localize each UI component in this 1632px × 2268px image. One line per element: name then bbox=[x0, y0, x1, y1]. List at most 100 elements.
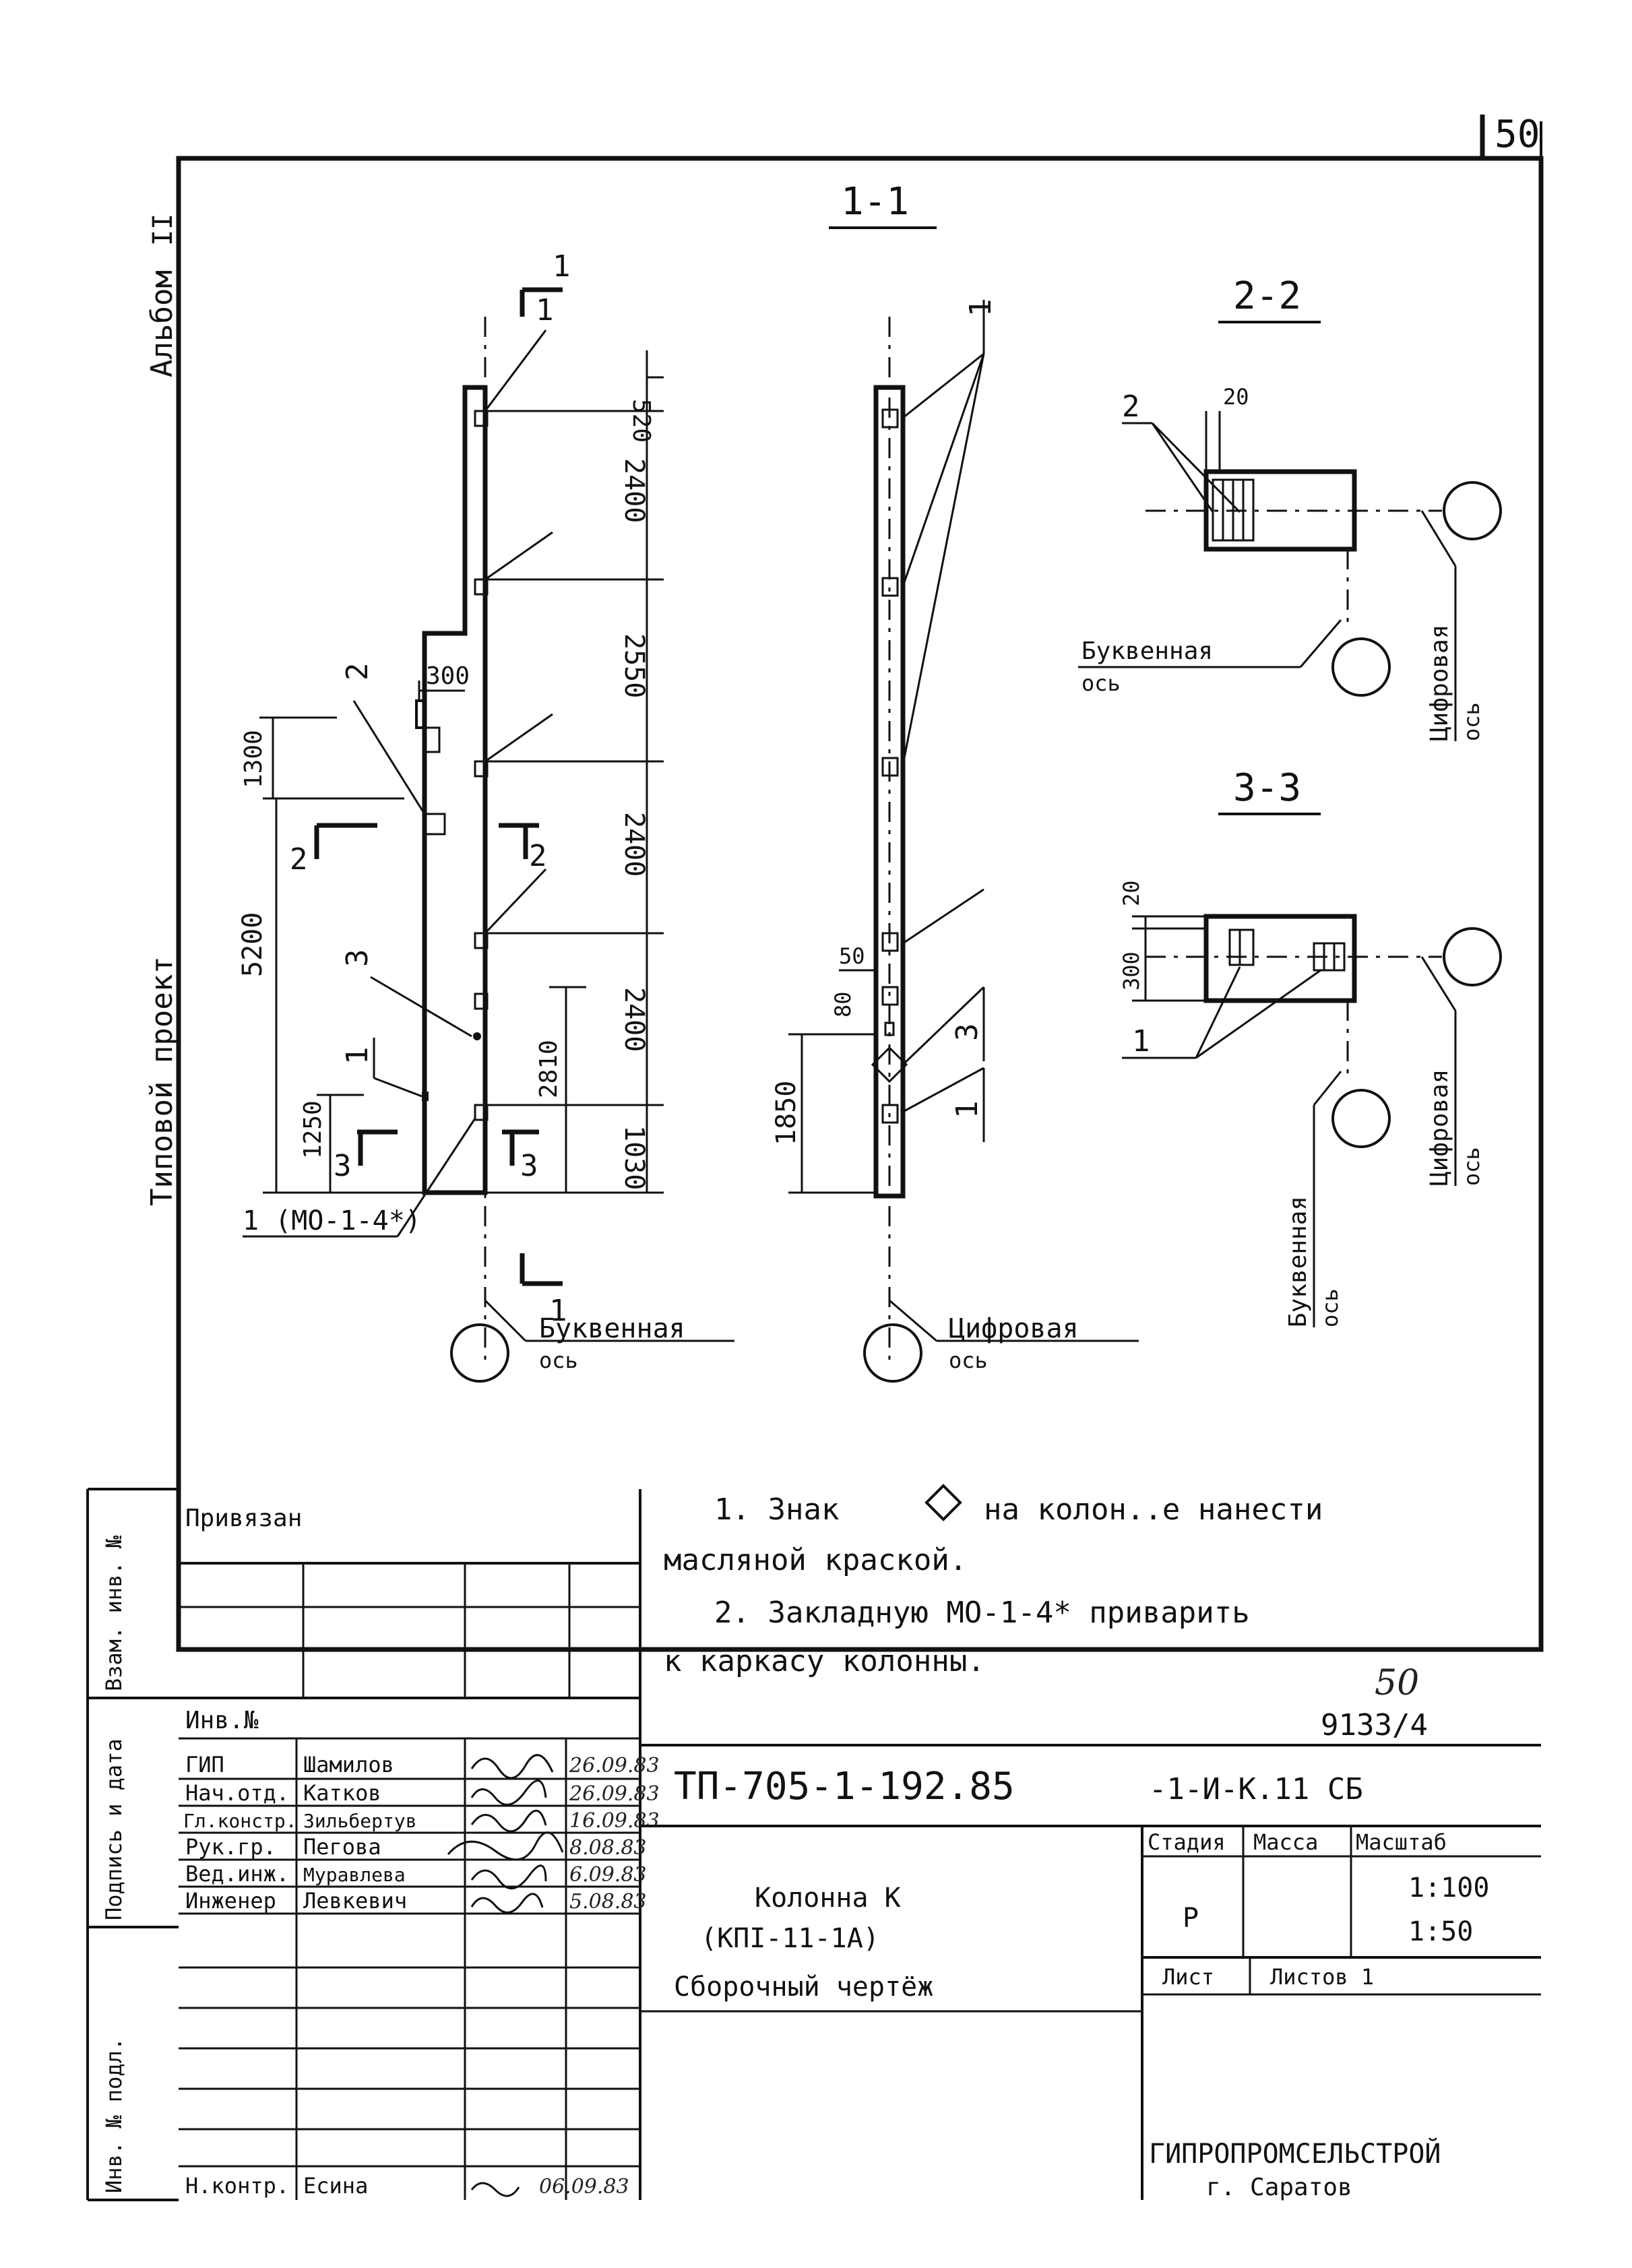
item-name-3: Сборочный чертёж bbox=[674, 1972, 933, 2003]
axis-3-3-bottom bbox=[1331, 1089, 1391, 1148]
dim-2550: 2550 bbox=[619, 633, 650, 698]
callout-1-top: 1 bbox=[536, 293, 554, 327]
sig-date-5: 5.08.83 bbox=[569, 1890, 647, 1914]
note-1b: на колон..е нанести bbox=[984, 1492, 1323, 1527]
scale-2: 1:50 bbox=[1408, 1916, 1473, 1947]
axis-3-3-letter-sub: ось bbox=[1317, 1288, 1343, 1327]
axis-3-3-number-word: Цифровая bbox=[1426, 1069, 1453, 1186]
item-name-1: Колонна К bbox=[755, 1883, 901, 1914]
axis-2-2-letter-word: Буквенная bbox=[1081, 637, 1213, 665]
sheet-label: Лист bbox=[1162, 1964, 1214, 1990]
org-name: ГИПРОПРОМСЕЛЬСТРОЙ bbox=[1149, 2137, 1441, 2170]
sig-date-4: 6.09.83 bbox=[569, 1863, 647, 1887]
signature-scribble bbox=[470, 1864, 547, 1890]
note-1a: 1. Знак bbox=[714, 1492, 839, 1527]
inv-label: Инв.№ bbox=[185, 1707, 259, 1734]
cut-2-right: 2 bbox=[529, 839, 547, 873]
axis-2-2-bottom bbox=[1331, 637, 1391, 697]
sig-name-4: Муравлева bbox=[303, 1864, 406, 1886]
signature-scribble bbox=[470, 1893, 544, 1914]
cut-3-right: 3 bbox=[520, 1149, 538, 1183]
sig-role-4: Вед.инж. bbox=[185, 1861, 289, 1887]
section-1-1: 1-1 1 1 520 2400 bbox=[237, 180, 937, 1383]
frame: 50 bbox=[176, 113, 1544, 1652]
sig-date-2: 16.09.83 bbox=[569, 1809, 660, 1833]
sig-name-0: Шамилов bbox=[303, 1752, 394, 1777]
axis-number-sub: ось bbox=[949, 1348, 988, 1373]
sig-role-1: Нач.отд. bbox=[185, 1780, 289, 1806]
side-callout-1-top: 1 bbox=[964, 299, 998, 317]
section-3-3: 3-3 20 300 1 Буквенная ось Цифровая ось bbox=[1119, 766, 1502, 1327]
col-mass: Масса bbox=[1253, 1829, 1318, 1855]
col-scale: Масштаб bbox=[1356, 1829, 1447, 1855]
section-2-2-title: 2-2 bbox=[1233, 274, 1301, 318]
section-3-3-title: 3-3 bbox=[1233, 766, 1301, 810]
project-label: Типовой проект bbox=[145, 956, 179, 1206]
title-block: 50 9133/4 ТП-705-1-192.85 -1-И-К.11 СБ С… bbox=[640, 1663, 1541, 2201]
axis-letter-word: Буквенная bbox=[539, 1313, 685, 1344]
axis-2-2-letter-sub: ось bbox=[1081, 670, 1121, 696]
scale-1: 1:100 bbox=[1408, 1872, 1489, 1903]
callout-mo: 1 (МО-1-4*) bbox=[243, 1205, 421, 1236]
cut-2-left: 2 bbox=[290, 842, 308, 877]
axis-number-word: Цифровая bbox=[949, 1313, 1079, 1344]
designation: ТП-705-1-192.85 bbox=[674, 1765, 1015, 1808]
callout-1-left: 1 bbox=[340, 1047, 375, 1065]
side-callout-1-bottom: 1 bbox=[950, 1101, 984, 1119]
sig-role-2: Гл.констр. bbox=[183, 1810, 297, 1832]
side-label-vzam: Взам. инв. № bbox=[101, 1535, 127, 1691]
designation-suffix: -1-И-К.11 СБ bbox=[1149, 1772, 1363, 1806]
page-number: 50 bbox=[1495, 113, 1540, 156]
sig-role-5: Инженер bbox=[185, 1888, 276, 1914]
sig-date-0: 26.09.83 bbox=[569, 1754, 660, 1777]
left-stamp: Взам. инв. № Подпись и дата Инв. № подл.… bbox=[86, 1488, 660, 2201]
signature-scribble bbox=[470, 1779, 547, 1806]
album-number: II bbox=[148, 214, 179, 246]
dim-1030: 1030 bbox=[619, 1125, 650, 1190]
sig-date-3: 8.08.83 bbox=[569, 1836, 647, 1860]
section-1-1-title: 1-1 bbox=[841, 180, 909, 224]
signature-scribble bbox=[470, 1810, 547, 1833]
sig-role-3: Рук.гр. bbox=[185, 1834, 276, 1860]
axis-2-2-number-sub: ось bbox=[1459, 702, 1484, 741]
axis-3-3-letter-word: Буквенная bbox=[1284, 1196, 1312, 1327]
dim-2400-b: 2400 bbox=[619, 812, 650, 877]
callout-2: 2 bbox=[340, 663, 375, 681]
axis-2-2-number-word: Цифровая bbox=[1426, 625, 1453, 741]
sig-name-3: Пегова bbox=[303, 1834, 381, 1860]
axis-2-2-right bbox=[1443, 481, 1502, 540]
section-2-2-callout: 2 bbox=[1122, 389, 1140, 424]
dim-520: 520 bbox=[627, 399, 655, 443]
sig-role-0: ГИП bbox=[185, 1752, 224, 1777]
signature-scribble bbox=[470, 1754, 554, 1779]
section-3-3-dim-20: 20 bbox=[1119, 880, 1144, 906]
signature-scribble bbox=[447, 1831, 564, 1861]
sig-name-2: Зильбертув bbox=[303, 1810, 417, 1832]
section-2-2-dim-20: 20 bbox=[1223, 384, 1249, 410]
dim-2810: 2810 bbox=[535, 1040, 563, 1098]
left-margin: Альбом II Типовой проект bbox=[145, 214, 179, 1206]
privyazan-label: Привязан bbox=[185, 1505, 302, 1532]
norm-control-role: Н.контр. bbox=[185, 2173, 289, 2199]
callout-3: 3 bbox=[340, 949, 375, 968]
axis-bubble-letter bbox=[450, 1323, 509, 1383]
side-view: 1 3 1 1850 50 80 Цифровая ось bbox=[771, 299, 1139, 1383]
org-city: г. Саратов bbox=[1206, 2174, 1352, 2201]
side-label-inv: Инв. № подл. bbox=[101, 2038, 127, 2193]
dim-2400-c: 2400 bbox=[619, 987, 650, 1052]
axis-3-3-right bbox=[1443, 927, 1502, 986]
dim-5200: 5200 bbox=[237, 912, 268, 977]
code-sub: 9133/4 bbox=[1321, 1708, 1428, 1742]
side-dim-1850: 1850 bbox=[771, 1081, 802, 1145]
cut-mark-top: 1 bbox=[553, 249, 571, 284]
stage-value: Р bbox=[1183, 1903, 1199, 1934]
notes: 1. Знак на колон..е нанести масляной кра… bbox=[664, 1484, 1323, 1678]
axis-3-3-number-sub: ось bbox=[1459, 1147, 1484, 1186]
note-2b: к каркасу колонны. bbox=[664, 1644, 985, 1678]
section-3-3-dim-300: 300 bbox=[1119, 951, 1144, 990]
dim-1250: 1250 bbox=[299, 1100, 327, 1159]
sheets-label: Листов 1 bbox=[1270, 1964, 1374, 1990]
dim-2400-a: 2400 bbox=[619, 458, 650, 523]
section-2-2: 2-2 2 20 Буквенная ось Цифровая ось bbox=[1078, 274, 1502, 741]
side-dim-50: 50 bbox=[839, 943, 865, 969]
